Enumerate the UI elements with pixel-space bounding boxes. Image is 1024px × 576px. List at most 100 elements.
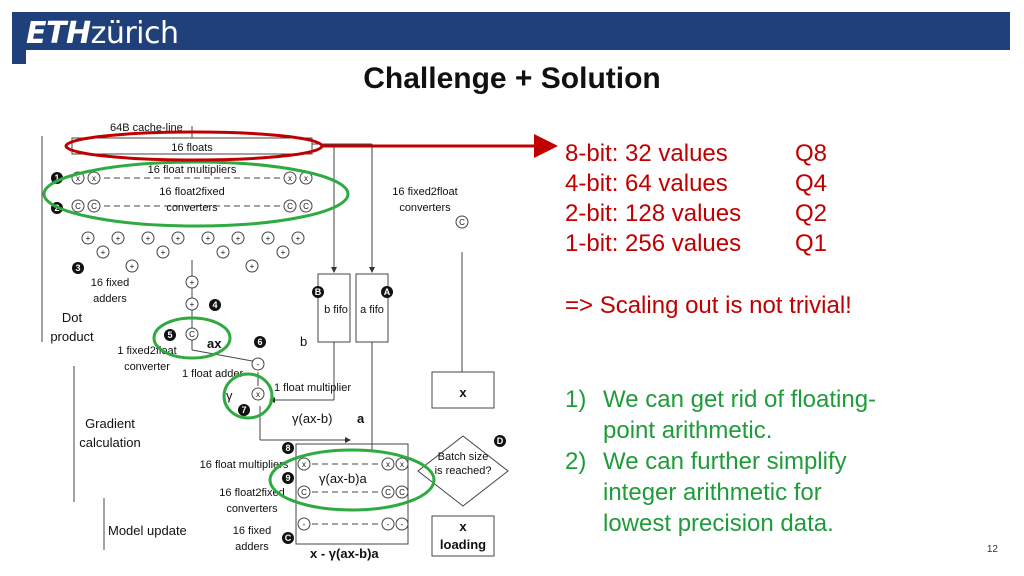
svg-text:x: x — [304, 174, 308, 183]
svg-text:B: B — [315, 287, 322, 297]
svg-text:γ: γ — [226, 388, 233, 403]
svg-text:+: + — [86, 234, 91, 243]
svg-text:+: + — [281, 248, 286, 257]
svg-text:1 float adder: 1 float adder — [182, 368, 243, 380]
ellipse-converter — [152, 316, 232, 360]
svg-text:is reached?: is reached? — [435, 465, 492, 477]
svg-text:+: + — [296, 234, 301, 243]
svg-text:x: x — [76, 174, 80, 183]
svg-text:C: C — [285, 533, 292, 543]
svg-text:x: x — [92, 174, 96, 183]
page-number: 12 — [986, 544, 998, 555]
svg-text:Gradient: Gradient — [85, 416, 135, 431]
svg-text:1: 1 — [54, 173, 59, 183]
svg-text:a: a — [357, 411, 365, 426]
svg-text:4: 4 — [212, 300, 217, 310]
solution-1-line1: We can get rid of floating- — [603, 386, 877, 413]
ellipse-mult-conv — [42, 160, 350, 228]
svg-text:16 float multipliers: 16 float multipliers — [200, 459, 289, 471]
svg-text:+: + — [161, 248, 166, 257]
svg-text:C: C — [303, 202, 309, 211]
solution-1-number: 1) — [565, 386, 587, 413]
svg-text:A: A — [384, 287, 391, 297]
conclusion-text: => Scaling out is not trivial! — [565, 292, 852, 319]
svg-text:x: x — [256, 390, 260, 399]
svg-text:16 fixed: 16 fixed — [233, 525, 272, 537]
svg-text:16 fixed2float: 16 fixed2float — [392, 186, 457, 198]
svg-text:+: + — [190, 278, 195, 287]
svg-text:converter: converter — [124, 361, 170, 373]
solution-1-line2: point arithmetic. — [603, 417, 773, 444]
svg-text:converters: converters — [399, 202, 451, 214]
svg-text:+: + — [250, 262, 255, 271]
title-panel — [26, 50, 1010, 110]
svg-text:product: product — [50, 329, 94, 344]
svg-text:+: + — [266, 234, 271, 243]
svg-text:converters: converters — [166, 202, 218, 214]
svg-text:C: C — [301, 488, 307, 497]
svg-text:adders: adders — [93, 293, 127, 305]
svg-text:C: C — [75, 202, 81, 211]
svg-text:-: - — [387, 520, 390, 529]
svg-text:8: 8 — [285, 443, 290, 453]
svg-text:Model update: Model update — [108, 523, 187, 538]
svg-text:C: C — [385, 488, 391, 497]
eth-logo: ETHzürich — [26, 16, 179, 51]
svg-text:+: + — [206, 234, 211, 243]
svg-text:x: x — [459, 519, 467, 534]
svg-text:+: + — [221, 248, 226, 257]
svg-text:converters: converters — [226, 503, 278, 515]
svg-text:ax: ax — [207, 336, 222, 351]
svg-text:+: + — [101, 248, 106, 257]
solution-2-line3: lowest precision data. — [603, 510, 834, 537]
solution-2-line2: integer arithmetic for — [603, 479, 822, 506]
svg-text:+: + — [146, 234, 151, 243]
svg-text:Dot: Dot — [62, 310, 83, 325]
svg-text:x: x — [288, 174, 292, 183]
svg-text:+: + — [130, 262, 135, 271]
svg-text:16 fixed: 16 fixed — [91, 277, 130, 289]
svg-text:C: C — [189, 330, 195, 339]
svg-text:+: + — [190, 300, 195, 309]
svg-text:b fifo: b fifo — [324, 304, 348, 316]
svg-text:x: x — [459, 385, 467, 400]
svg-text:x: x — [400, 460, 404, 469]
svg-text:16 float multipliers: 16 float multipliers — [148, 164, 237, 176]
svg-text:9: 9 — [285, 473, 290, 483]
svg-text:C: C — [459, 218, 465, 227]
svg-text:x: x — [386, 460, 390, 469]
svg-text:γ(ax-b): γ(ax-b) — [292, 411, 332, 426]
svg-text:5: 5 — [167, 330, 172, 340]
svg-text:-: - — [303, 520, 306, 529]
solution-2-line1: We can further simplify — [603, 448, 847, 475]
svg-text:1 float multiplier: 1 float multiplier — [274, 382, 351, 394]
svg-text:C: C — [399, 488, 405, 497]
svg-text:+: + — [236, 234, 241, 243]
svg-text:16 floats: 16 floats — [171, 142, 213, 154]
svg-text:a fifo: a fifo — [360, 304, 384, 316]
svg-text:γ(ax-b)a: γ(ax-b)a — [319, 471, 367, 486]
svg-text:adders: adders — [235, 541, 269, 553]
svg-text:-: - — [257, 360, 260, 369]
svg-text:16 float2fixed: 16 float2fixed — [219, 487, 284, 499]
svg-text:6: 6 — [257, 337, 262, 347]
svg-text:+: + — [176, 234, 181, 243]
svg-text:C: C — [287, 202, 293, 211]
svg-text:x - γ(ax-b)a: x - γ(ax-b)a — [310, 546, 379, 561]
svg-text:+: + — [116, 234, 121, 243]
ellipse-lower-mult — [268, 448, 436, 512]
svg-text:Batch size: Batch size — [438, 451, 489, 463]
svg-text:C: C — [91, 202, 97, 211]
svg-text:b: b — [300, 334, 307, 349]
svg-text:7: 7 — [241, 405, 246, 415]
ellipse-gamma-mult — [222, 372, 274, 420]
svg-text:1 fixed2float: 1 fixed2float — [117, 345, 176, 357]
svg-text:calculation: calculation — [79, 435, 140, 450]
svg-text:D: D — [497, 436, 504, 446]
solution-2-number: 2) — [565, 448, 587, 475]
svg-text:3: 3 — [75, 263, 80, 273]
svg-text:x: x — [302, 460, 306, 469]
svg-text:16 float2fixed: 16 float2fixed — [159, 186, 224, 198]
svg-text:loading: loading — [440, 537, 486, 552]
